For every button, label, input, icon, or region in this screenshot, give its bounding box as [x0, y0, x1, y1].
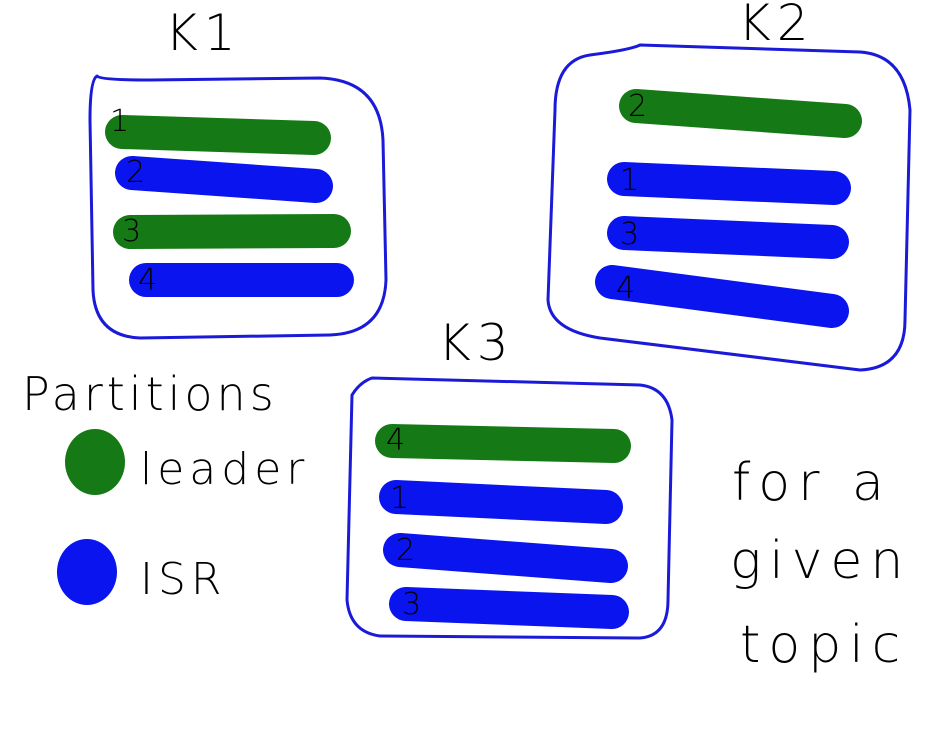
broker-k1-box: [88, 74, 388, 340]
partition-bar: [607, 162, 851, 205]
partition-label: 2: [396, 533, 415, 568]
partition-bar: [619, 89, 862, 138]
broker-k3-title: K3: [438, 314, 515, 372]
partition-bar: [383, 533, 628, 583]
partition-bar: [105, 115, 331, 155]
broker-k2-title: K2: [738, 0, 815, 52]
partition-bar: [595, 265, 849, 328]
note-line: for a: [732, 453, 892, 513]
partition-bar: [379, 480, 623, 524]
partition-label: 3: [402, 587, 421, 622]
broker-k2-box: [546, 43, 912, 372]
partition-label: 3: [122, 214, 141, 249]
broker-k3-box: [345, 376, 674, 640]
partition-label: 1: [390, 481, 409, 516]
legend-title: Partitions: [22, 367, 278, 421]
broker-k3: K3 4 1 2 3: [345, 314, 674, 640]
partition-bar: [375, 424, 631, 463]
partition-bar: [115, 156, 333, 203]
partition-label: 4: [616, 271, 635, 306]
partition-label: 1: [110, 104, 129, 139]
partition-label: 2: [126, 155, 145, 190]
note-line: topic: [740, 615, 908, 675]
legend-leader-label: leader: [140, 444, 309, 495]
legend: Partitions leader ISR: [22, 367, 309, 605]
note-line: given: [730, 531, 911, 591]
partition-bar: [607, 216, 849, 259]
broker-k1-title: K1: [165, 4, 242, 62]
legend-isr-label: ISR: [140, 554, 226, 605]
partition-label: 1: [620, 163, 639, 198]
topic-note: for a given topic: [730, 453, 911, 675]
partition-bar: [113, 214, 351, 249]
legend-isr-swatch: [57, 539, 117, 605]
broker-k1: K1 1 2 3 4: [88, 4, 388, 340]
partition-label: 4: [138, 263, 157, 298]
partition-bar: [389, 587, 629, 629]
partition-label: 4: [386, 423, 405, 458]
broker-k2: K2 2 1 3 4: [546, 0, 912, 372]
partition-label: 2: [628, 89, 647, 124]
partition-label: 3: [620, 217, 639, 252]
legend-leader-swatch: [65, 429, 125, 495]
